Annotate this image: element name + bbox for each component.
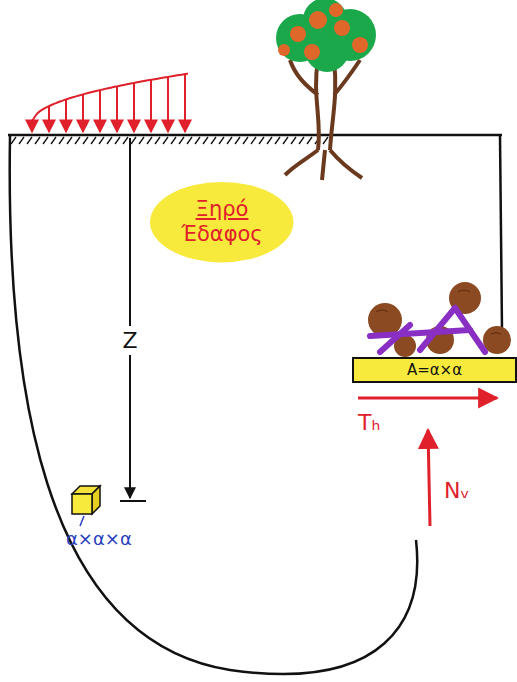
depth-line bbox=[129, 138, 131, 498]
soil-label-blob: ΞηρόΈδαφος bbox=[149, 181, 294, 263]
cube-leader bbox=[80, 516, 84, 526]
ground-surface bbox=[8, 134, 502, 137]
area-label: A=α×α bbox=[352, 361, 517, 379]
soil-cube bbox=[72, 486, 100, 514]
contact-plate: A=α×α bbox=[352, 357, 517, 383]
depth-tick bbox=[120, 500, 146, 502]
normal-force-arrow bbox=[428, 430, 430, 526]
shear-force-label: Tₕ bbox=[358, 410, 380, 435]
ground-hatching bbox=[11, 137, 328, 144]
normal-force-label: Nᵥ bbox=[444, 478, 470, 503]
soil-outline bbox=[10, 136, 417, 674]
depth-label: Z bbox=[119, 326, 140, 355]
soil-word: Έδαφος bbox=[149, 222, 294, 247]
soil-outline-right bbox=[500, 136, 502, 330]
shear-force-arrow bbox=[358, 397, 497, 400]
soil-title: Ξηρό bbox=[149, 197, 294, 222]
soil-grains bbox=[368, 282, 511, 357]
tree bbox=[276, 0, 376, 180]
cube-dimension: α×α×α bbox=[66, 528, 132, 549]
distributed-load bbox=[28, 74, 188, 132]
